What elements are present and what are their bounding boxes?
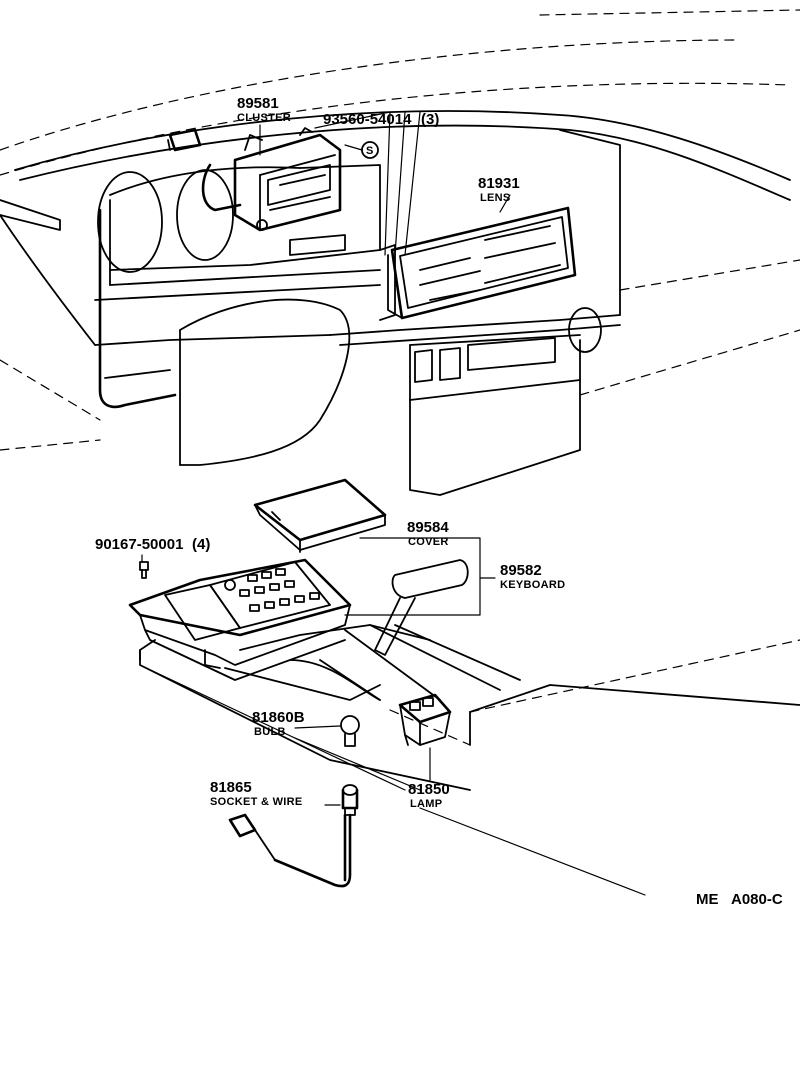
bolt-part	[139, 561, 149, 579]
keyboard-number: 89582	[500, 562, 542, 579]
diagram-code: A080-C	[731, 891, 783, 908]
socket-number: 81865	[210, 779, 252, 796]
screw-symbol: S	[366, 145, 374, 157]
center-console	[139, 624, 521, 791]
keyboard-buttons	[224, 568, 320, 612]
cover-part	[253, 478, 387, 553]
cluster-number: 89581	[237, 95, 279, 112]
lamp-number: 81850	[408, 781, 450, 798]
diagram-code-prefix: ME	[696, 891, 719, 908]
lens-name: LENS	[480, 192, 511, 204]
cluster-name: CLUSTER	[237, 112, 291, 124]
bolt-qty: (4)	[192, 536, 210, 553]
part-labels: 89581 CLUSTER 93560-54014 (3) S 81931 LE…	[95, 95, 783, 908]
instrument-panel	[0, 110, 791, 496]
cover-name: COVER	[408, 536, 449, 548]
screw-qty: (3)	[421, 111, 439, 128]
lamp-part	[398, 693, 452, 746]
socket-name: SOCKET & WIRE	[210, 796, 303, 808]
lens-part	[387, 206, 577, 320]
keyboard-name: KEYBOARD	[500, 579, 565, 591]
leader-lines	[139, 111, 646, 896]
shift-lever	[374, 559, 469, 656]
bulb-number: 81860B	[252, 709, 305, 726]
cluster-part	[167, 127, 342, 232]
bolt-number: 90167-50001	[95, 536, 183, 553]
screw-number: 93560-54014	[323, 111, 412, 128]
socket-part	[228, 784, 359, 888]
bulb-name: BULB	[254, 726, 286, 738]
keyboard-part	[128, 558, 352, 681]
cover-number: 89584	[407, 519, 449, 536]
floor-panel	[469, 684, 800, 746]
lens-number: 81931	[478, 175, 520, 192]
bulb-part	[340, 715, 360, 747]
lamp-name: LAMP	[410, 798, 442, 810]
